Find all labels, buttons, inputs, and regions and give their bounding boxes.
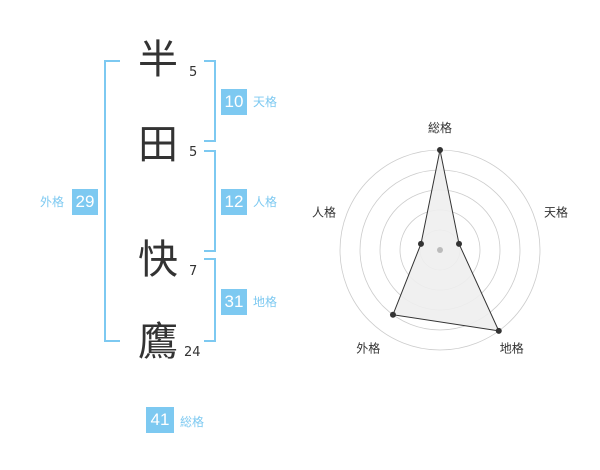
stroke-count-3: 7 — [189, 264, 198, 279]
name-char-1: 半 — [138, 37, 178, 83]
gaikaku-bracket — [104, 60, 120, 342]
radar-center-dot — [437, 247, 443, 253]
tenkaku-bracket — [204, 60, 216, 142]
jinkaku-bracket — [204, 150, 216, 252]
radar-data-area — [392, 149, 500, 332]
radar-axis-label: 総格 — [428, 120, 452, 135]
gaikaku-label: 外格 — [40, 195, 65, 209]
soukaku-value: 41 — [146, 407, 174, 433]
stroke-count-1: 5 — [189, 65, 198, 80]
tenkaku-label: 天格 — [253, 95, 278, 109]
radar-axis-label: 天格 — [544, 204, 568, 219]
name-char-4: 鷹 — [138, 319, 178, 365]
radar-point-3 — [495, 327, 502, 334]
radar-axis-label: 人格 — [312, 204, 336, 219]
gaikaku-value: 29 — [72, 189, 98, 215]
name-char-2: 田 — [138, 122, 178, 168]
soukaku-label: 総格 — [180, 415, 205, 429]
radar-point-5 — [417, 240, 424, 247]
chikaku-value: 31 — [221, 289, 247, 315]
radar-point-4 — [389, 311, 396, 318]
tenkaku-value: 10 — [221, 89, 247, 115]
jinkaku-value: 12 — [221, 189, 247, 215]
chikaku-bracket — [204, 258, 216, 342]
radar-axis-label: 外格 — [356, 341, 380, 356]
stroke-count-4: 24 — [184, 345, 201, 360]
jinkaku-label: 人格 — [253, 195, 278, 209]
stroke-count-2: 5 — [189, 145, 198, 160]
chikaku-label: 地格 — [253, 295, 278, 309]
radar-point-1 — [437, 147, 443, 153]
radar-axis-label: 地格 — [500, 341, 524, 356]
name-char-3: 快 — [138, 237, 178, 283]
radar-point-2 — [456, 240, 463, 247]
